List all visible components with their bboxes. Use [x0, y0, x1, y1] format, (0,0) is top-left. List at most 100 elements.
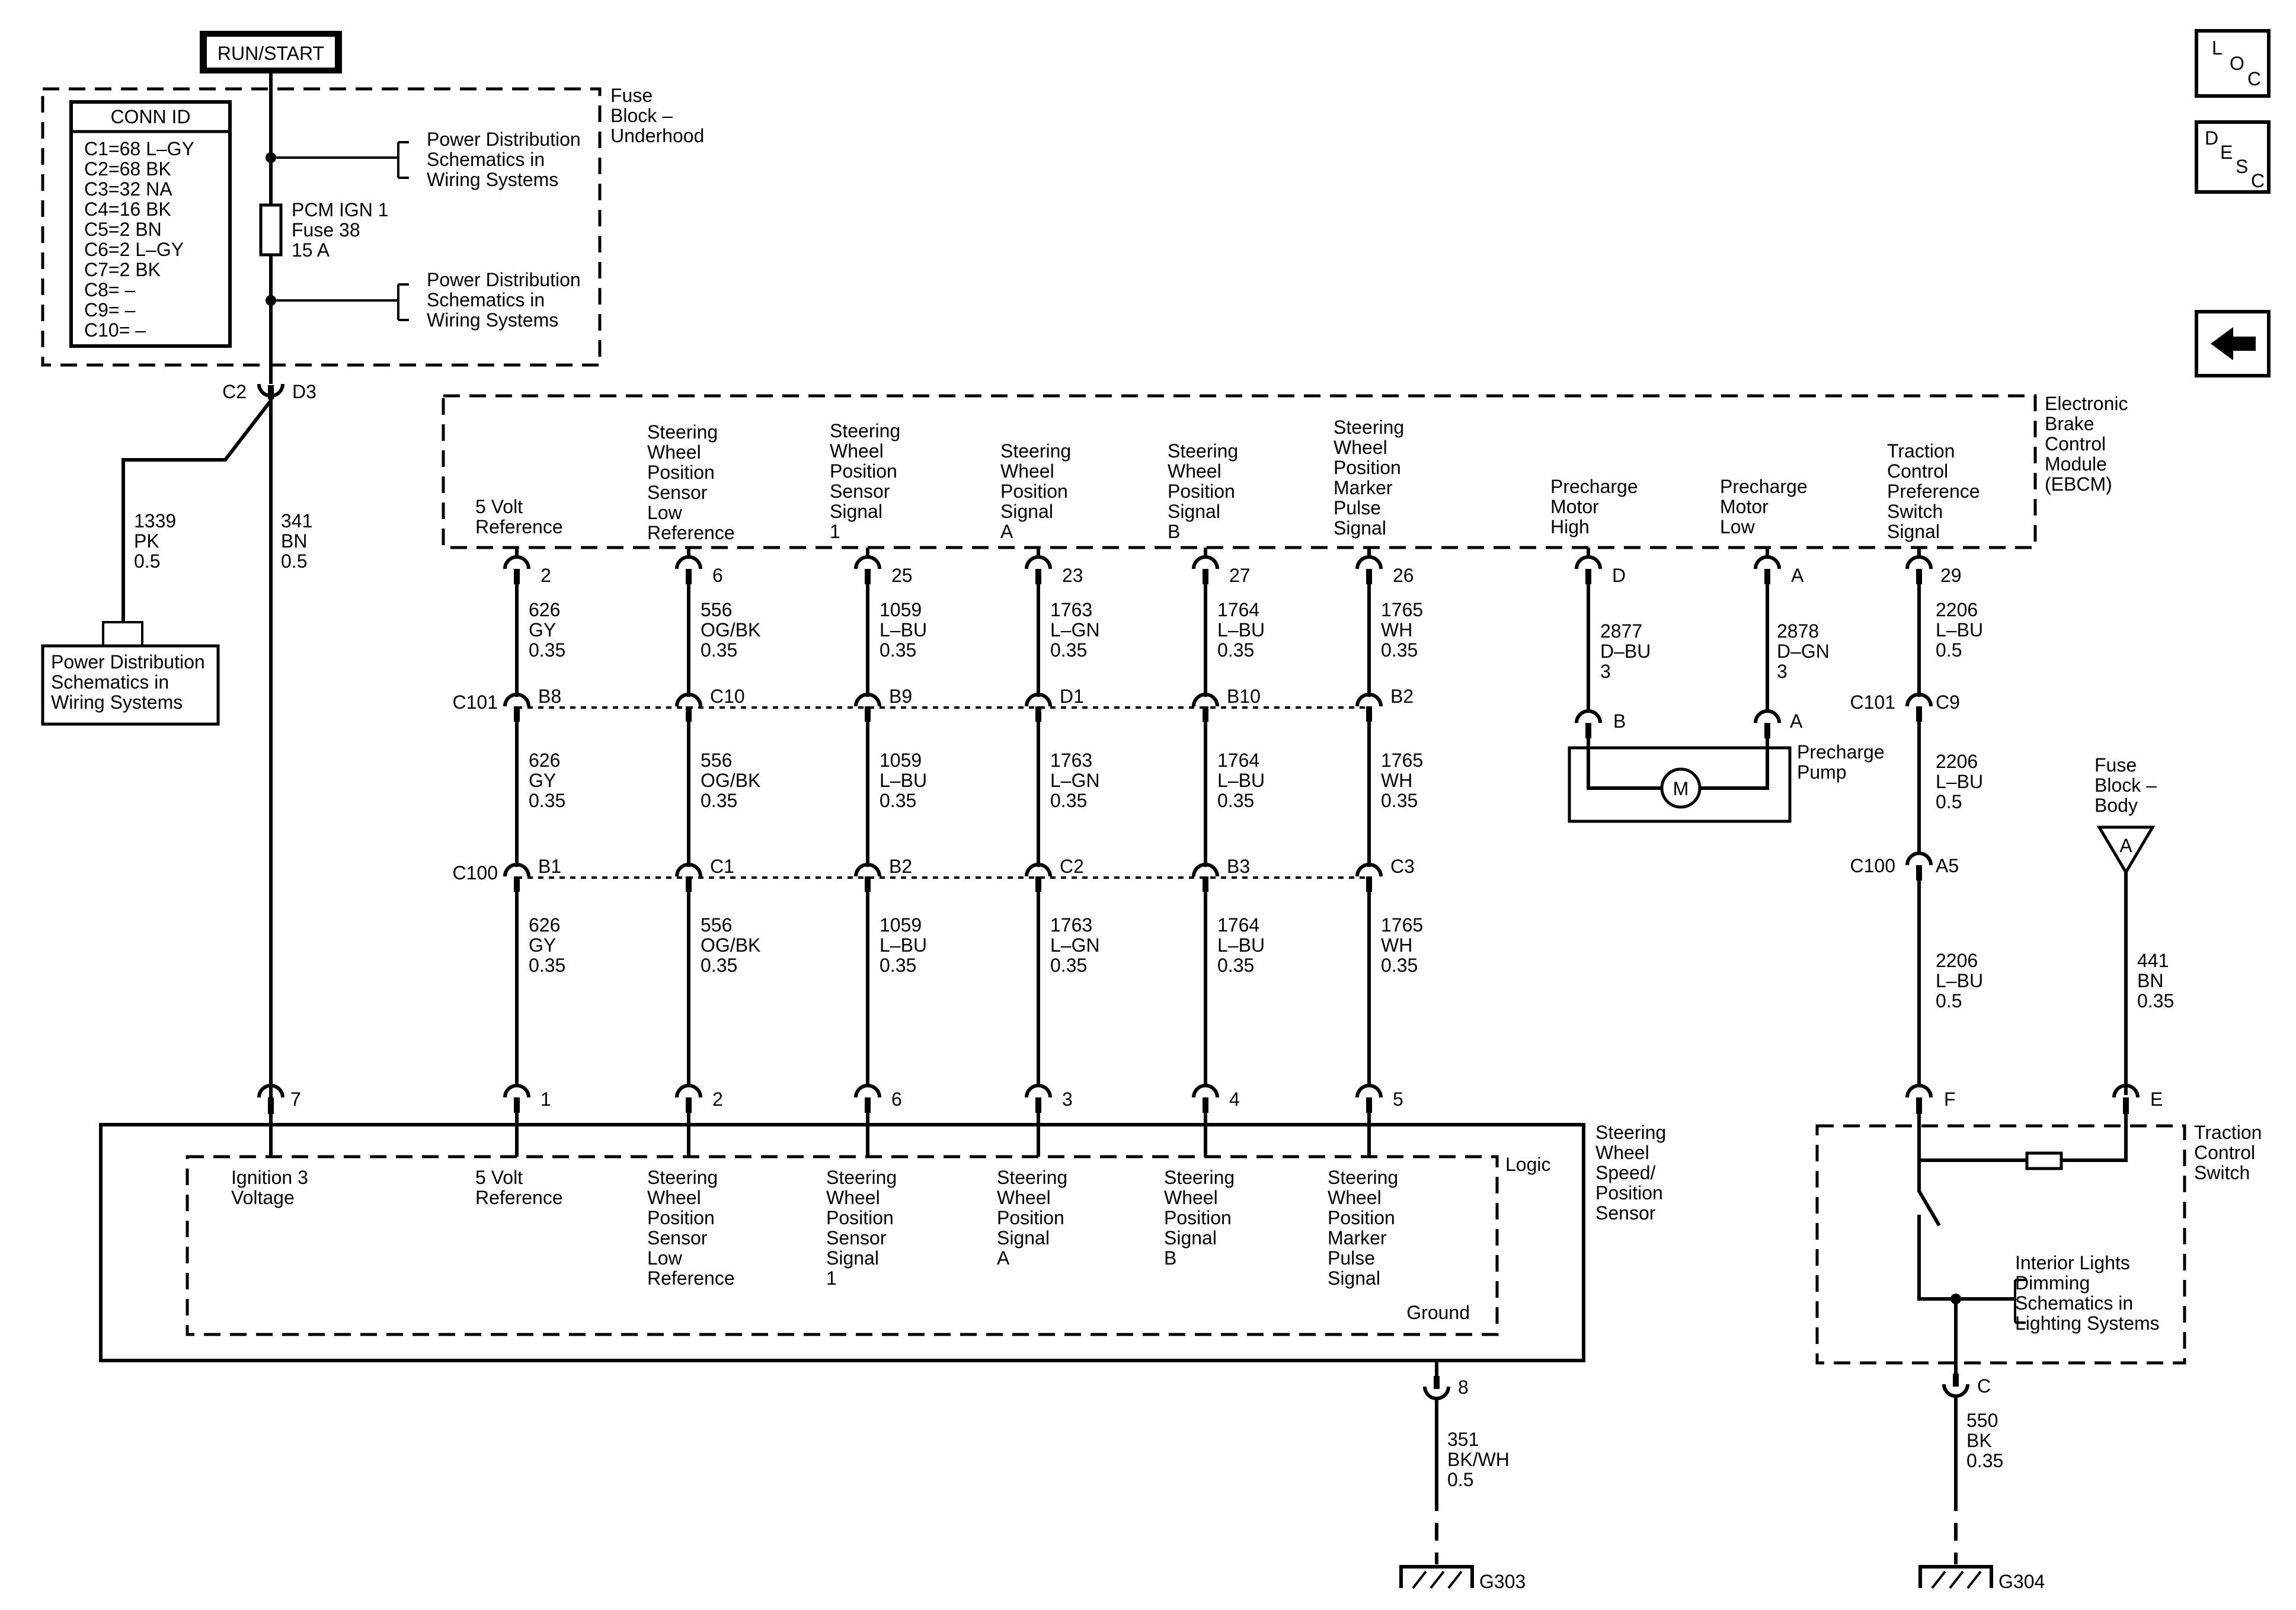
signal-wire-6-sensor-pin-label: 5 — [1393, 1089, 1403, 1110]
sensor-pin-7-contact — [268, 1097, 274, 1114]
ebcm-pin-label-marker-pulse: Steering Wheel Position Marker Pulse Sig… — [1334, 417, 1409, 539]
signal-wire-2-c100-contact — [686, 876, 692, 892]
signal-wire-3-c101-contact — [865, 706, 871, 722]
signal-wire-2-ebcm-pin-label: 6 — [712, 565, 723, 586]
signal-wire-3-c100-label: B2 — [889, 856, 912, 877]
back-button[interactable] — [2195, 310, 2271, 377]
wire-2206-seg3-label: 2206 L–BU 0.5 — [1936, 950, 1988, 1012]
signal-wire-2-c101-label: C10 — [710, 686, 745, 707]
signal-wire-1-c100-label: B1 — [538, 856, 561, 877]
traction-wire-c100-contact — [1916, 865, 1922, 881]
traction-pin-e-connector — [2112, 1084, 2140, 1098]
interior-lights-label: Interior Lights Dimming Schematics in Li… — [2015, 1252, 2160, 1334]
signal-wire-6-c100-arc — [1355, 863, 1383, 877]
signal-wire-2-c100-arc — [675, 863, 702, 877]
signal-wire-1-c100-arc — [503, 863, 530, 877]
wire-2206-seg2-label: 2206 L–BU 0.5 — [1936, 751, 1988, 812]
traction-c101-label: C101 — [1850, 692, 1896, 713]
signal-wire-2-sensor-pin-label: 2 — [712, 1089, 723, 1110]
ebcm-pin-label-low-ref: Steering Wheel Position Sensor Low Refer… — [647, 421, 735, 543]
precharge-pump-label: Precharge Pump — [1797, 741, 1890, 783]
connector-d3-label: D3 — [292, 381, 316, 402]
signal-wire-5-c100-label: B3 — [1227, 856, 1250, 877]
signal-wire-3-c100-arc — [854, 863, 881, 877]
power-dist-top-bracket — [271, 141, 409, 179]
wire-351-label: 351 BK/WH 0.5 — [1447, 1429, 1515, 1490]
signal-wire-5-c101-arc — [1192, 693, 1219, 707]
ground-g304-icon — [1918, 1565, 1993, 1589]
signal-wire-4-c101-label: D1 — [1060, 686, 1084, 707]
ground-g304-label: G304 — [1998, 1571, 2045, 1592]
run-start-label: RUN/START — [218, 43, 324, 64]
ebcm-title: Electronic Brake Control Module (EBCM) — [2045, 393, 2133, 495]
signal-wire-4-sensor-pin-contact — [1035, 1097, 1041, 1113]
signal-wire-5-ebcm-pin-label: 27 — [1229, 565, 1251, 586]
sensor-pin-8-label: 8 — [1458, 1377, 1469, 1398]
signal-wire-6-c100-label: C3 — [1390, 856, 1415, 877]
wire-341-label: 341 BN 0.5 — [281, 510, 318, 572]
power-dist-mid-bracket — [271, 283, 409, 321]
sensor-pin-8-connector — [1423, 1386, 1450, 1400]
signal-wire-3-sensor-pin-contact — [865, 1097, 871, 1113]
signal-wire-3-sensor-pin-arc — [854, 1084, 881, 1098]
left-arrow-icon — [2211, 327, 2256, 360]
traction-c100-label: C100 — [1850, 855, 1896, 876]
traction-switch-title: Traction Control Switch — [2194, 1122, 2267, 1183]
signal-wire-6-ebcm-pin-label: 26 — [1393, 565, 1414, 586]
signal-wire-6-ebcm-pin-contact — [1366, 569, 1372, 584]
precharge-wire-low-pump-pin-contact — [1764, 723, 1770, 738]
signal-wire-2-c100-label: C1 — [710, 856, 734, 877]
loc-letter-o: O — [2230, 53, 2244, 74]
precharge-wire-high-ebcm-pin-arc — [1575, 555, 1602, 569]
traction-switch-resistor — [2025, 1151, 2063, 1170]
steering-sensor-outline — [99, 1123, 1585, 1362]
signal-wire-4-c101-arc — [1025, 693, 1052, 707]
loc-button[interactable]: L O C — [2195, 29, 2271, 98]
ebcm-pin-label-precharge-low: Precharge Motor Low — [1720, 476, 1813, 537]
wire-1339 — [121, 399, 273, 622]
traction-c101-pin-label: C9 — [1936, 692, 1960, 713]
signal-wire-1-c101-arc — [503, 693, 530, 707]
signal-wire-1-ebcm-pin-contact — [514, 569, 520, 584]
signal-wire-1-c101-contact — [514, 706, 520, 722]
signal-wire-5-sensor-pin-arc — [1192, 1084, 1219, 1098]
desc-button[interactable]: D E S C — [2195, 120, 2271, 194]
signal-wire-2-c101-contact — [686, 706, 692, 722]
traction-switch-outline — [1815, 1124, 2186, 1365]
run-start-box: RUN/START — [200, 31, 342, 73]
traction-switch-contact-arm — [1917, 1160, 1941, 1227]
signal-wire-4-c101-contact — [1035, 706, 1041, 722]
conn-id-table: CONN ID C1=68 L–GY C2=68 BK C3=32 NA C4=… — [69, 100, 232, 348]
motor-label: M — [1673, 778, 1689, 799]
traction-pin-c-connector — [1942, 1384, 1969, 1398]
power-dist-mid-label: Power Distribution Schematics in Wiring … — [427, 269, 586, 331]
signal-wire-1-ebcm-pin-label: 2 — [541, 565, 551, 586]
signal-wire-3-ebcm-pin-label: 25 — [891, 565, 913, 586]
ebcm-pin-label-signal-a: Steering Wheel Position Signal A — [1000, 440, 1076, 542]
wire-2878-label: 2878 D–GN 3 — [1777, 620, 1835, 682]
traction-wire-c101-arc — [1905, 693, 1933, 707]
precharge-pin-a-label: A — [1790, 710, 1803, 732]
wire-441-label: 441 BN 0.35 — [2137, 950, 2174, 1012]
motor-symbol — [1660, 767, 1702, 809]
signal-wire-4-c100-arc — [1025, 863, 1052, 877]
signal-wire-4-c100-label: C2 — [1060, 856, 1084, 877]
signal-wire-6-c101-arc — [1355, 693, 1383, 707]
ground-g303-label: G303 — [1479, 1571, 1526, 1592]
traction-wire-ebcm-pin-label: 29 — [1940, 565, 1962, 586]
signal-wire-6-c100-contact — [1366, 876, 1372, 892]
signal-wire-6-sensor-pin-arc — [1355, 1084, 1383, 1098]
signal-wire-1-c100-contact — [514, 876, 520, 892]
